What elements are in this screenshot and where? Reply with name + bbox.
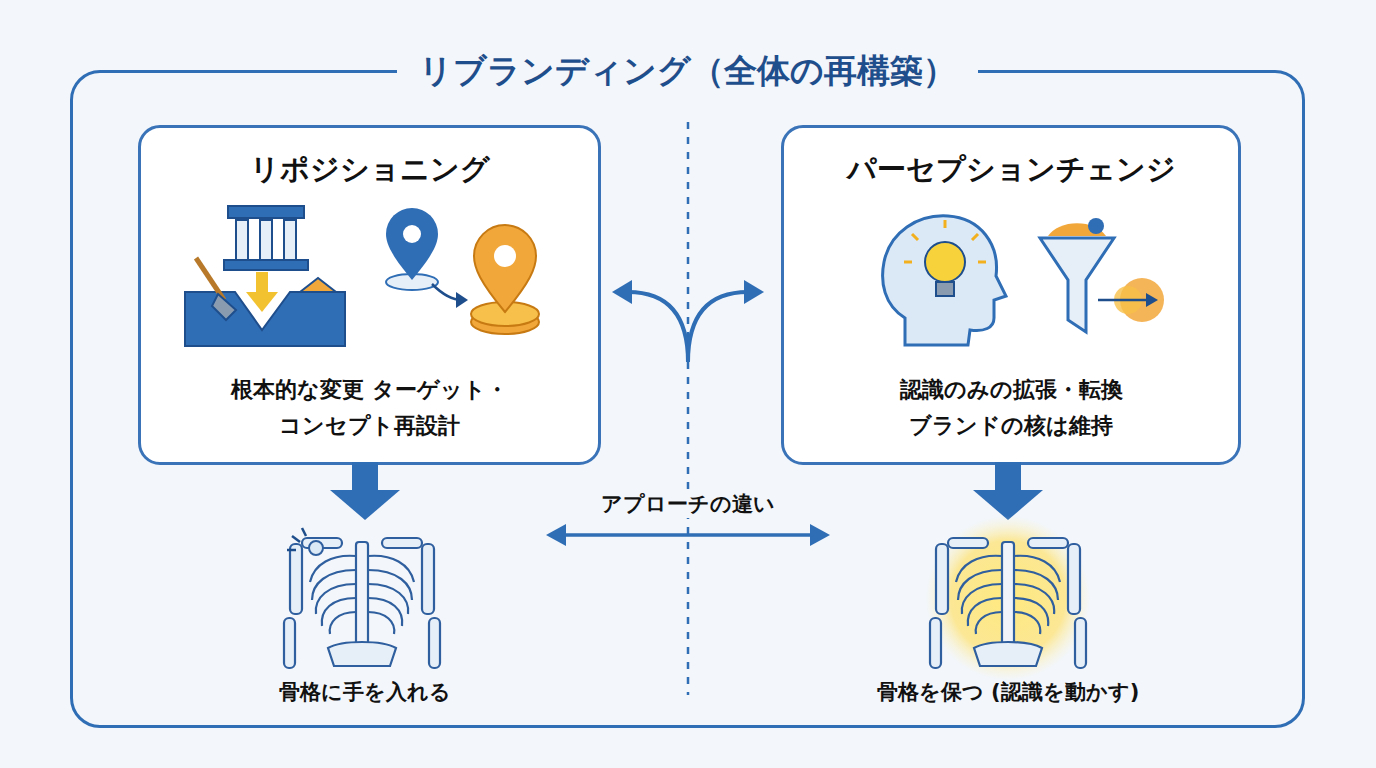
caption-label: 骨格を保つ (認識を動かす) xyxy=(877,678,1140,706)
skeleton-illustration xyxy=(284,528,440,668)
box-body: 認識のみの拡張・転換 ブランドの核は維持 xyxy=(841,372,1181,444)
caption-label: アプローチの違い xyxy=(593,490,783,518)
arrow-head xyxy=(612,280,632,304)
frame-box: リブランディング（全体の再構築）リポジショニング根本的な変更 ターゲット・コンセ… xyxy=(70,70,1305,728)
double-arrow xyxy=(546,524,830,546)
fork-arrow xyxy=(628,292,748,362)
process-box: パーセプションチェンジ認識のみの拡張・転換 ブランドの核は維持 xyxy=(781,125,1241,465)
title-wrap: リブランディング（全体の再構築） xyxy=(73,49,1302,94)
box-heading: パーセプションチェンジ xyxy=(784,150,1238,190)
frame-title: リブランディング（全体の再構築） xyxy=(397,51,978,90)
arrow-head xyxy=(744,280,764,304)
down-arrow xyxy=(330,462,1043,520)
process-box: リポジショニング根本的な変更 ターゲット・コンセプト再設計 xyxy=(138,125,601,465)
box-heading: リポジショニング xyxy=(141,150,598,190)
caption-label: 骨格に手を入れる xyxy=(279,678,451,706)
box-body: 根本的な変更 ターゲット・コンセプト再設計 xyxy=(200,372,540,444)
skeleton-illustration xyxy=(926,516,1090,680)
divider-line xyxy=(687,122,690,695)
